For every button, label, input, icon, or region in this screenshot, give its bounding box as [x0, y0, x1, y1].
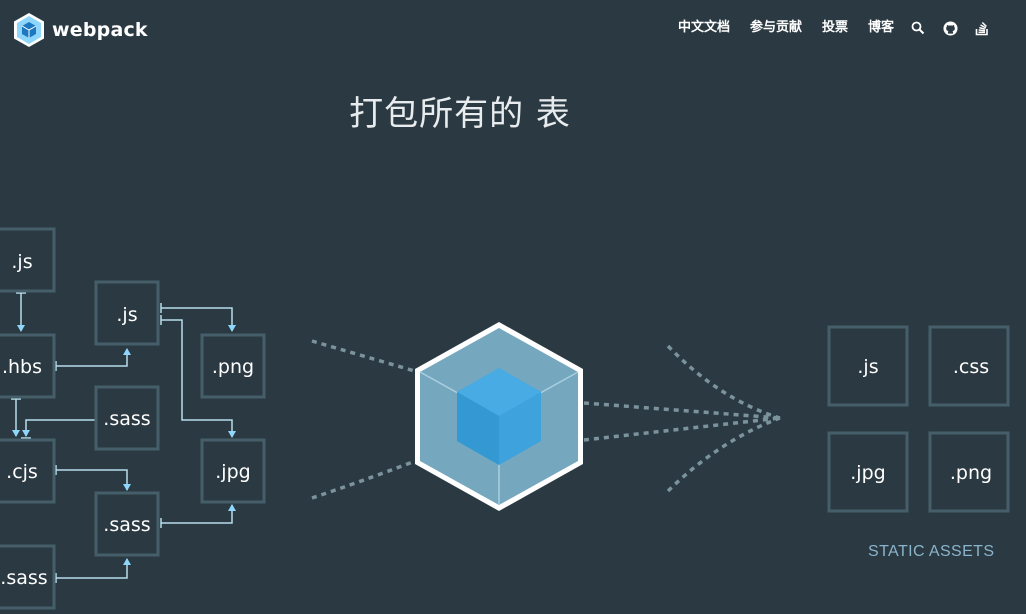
flow-line-in — [311, 339, 419, 374]
asset-label: .js — [857, 356, 878, 378]
github-icon[interactable] — [942, 18, 958, 38]
module-label: .sass — [0, 567, 47, 589]
module-box — [200, 438, 266, 504]
asset-label: .css — [953, 356, 989, 378]
module-label: .sass — [103, 514, 150, 536]
module-box — [0, 438, 56, 504]
flow-line-out — [666, 344, 781, 420]
module-box — [94, 385, 160, 451]
module-box — [0, 333, 56, 399]
flow-line-out — [583, 401, 781, 420]
nav-contribute[interactable]: 参与贡献 — [749, 20, 802, 35]
asset-box — [827, 431, 909, 513]
module-label: .png — [212, 356, 254, 378]
asset-box — [928, 325, 1010, 407]
asset-label: .jpg — [850, 462, 885, 484]
module-label: .js — [116, 304, 137, 326]
asset-box — [928, 431, 1010, 513]
module-label: .sass — [103, 408, 150, 430]
webpack-logo-icon — [14, 13, 44, 47]
stackoverflow-icon[interactable] — [974, 18, 990, 38]
module-box — [94, 280, 160, 346]
module-label: .hbs — [2, 356, 42, 378]
webpack-cube-icon — [415, 322, 583, 511]
logo-text: webpack — [52, 19, 148, 41]
nav-vote[interactable]: 投票 — [821, 20, 848, 35]
asset-label: .png — [950, 462, 992, 484]
module-label: .jpg — [215, 461, 250, 483]
module-label: .js — [11, 251, 32, 273]
flow-line-out — [583, 416, 781, 442]
flow-line-out — [666, 416, 781, 493]
module-box — [0, 544, 56, 610]
module-box — [200, 333, 266, 399]
module-label: .cjs — [6, 461, 38, 483]
nav-docs[interactable]: 中文文档 — [677, 20, 730, 35]
main-nav: 中文文档 参与贡献 投票 博客 — [658, 18, 990, 38]
logo[interactable]: webpack — [12, 12, 148, 48]
module-box — [94, 491, 160, 557]
nav-blog[interactable]: 博客 — [867, 20, 894, 35]
asset-box — [827, 325, 909, 407]
dependency-connectors — [11, 292, 236, 583]
static-assets-caption: STATIC ASSETS — [868, 543, 995, 560]
module-box — [0, 227, 56, 293]
top-nav-bar: webpack 中文文档 参与贡献 投票 博客 — [0, 0, 1026, 58]
hero-title: 打包所有的 表 — [349, 94, 571, 134]
flow-line-in — [311, 458, 419, 500]
search-icon[interactable] — [910, 18, 926, 38]
